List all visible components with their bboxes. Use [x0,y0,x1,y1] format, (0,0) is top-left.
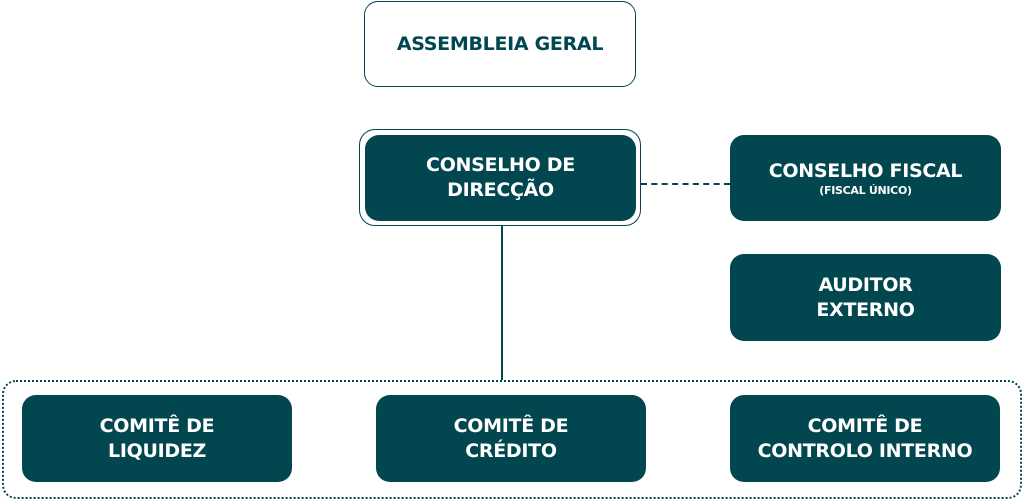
comite-credito-box: COMITÊ DE CRÉDITO [376,395,646,482]
conselho-direccao-line1: CONSELHO DE [426,154,575,176]
comite-credito-line2: CRÉDITO [465,439,557,462]
conselho-fiscal-box: CONSELHO FISCAL (FISCAL ÚNICO) [730,135,1001,221]
comite-liquidez-line2: LIQUIDEZ [108,439,206,462]
comite-controlo-interno-box: COMITÊ DE CONTROLO INTERNO [730,395,1000,482]
comite-liquidez-box: COMITÊ DE LIQUIDEZ [22,395,292,482]
dashed-connector [641,183,730,185]
conselho-direccao-outline [359,129,641,226]
conselho-direccao-line2: DIRECÇÃO [447,179,554,201]
conselho-fiscal-label: CONSELHO FISCAL [768,159,963,182]
conselho-direccao-box: CONSELHO DE DIRECÇÃO [365,135,636,221]
comite-controlo-line2: CONTROLO INTERNO [757,439,973,462]
assembleia-geral-label: ASSEMBLEIA GERAL [396,32,604,55]
vertical-connector [501,226,503,380]
comite-controlo-line1: COMITÊ DE [807,414,923,437]
conselho-fiscal-sub: (FISCAL ÚNICO) [819,183,912,197]
comite-credito-line1: COMITÊ DE [453,414,569,437]
auditor-line2: EXTERNO [816,298,915,321]
assembleia-geral-box: ASSEMBLEIA GERAL [364,1,636,87]
auditor-externo-box: AUDITOR EXTERNO [730,254,1001,341]
auditor-line1: AUDITOR [818,273,913,296]
comites-container [2,380,1022,499]
comite-liquidez-line1: COMITÊ DE [99,414,215,437]
